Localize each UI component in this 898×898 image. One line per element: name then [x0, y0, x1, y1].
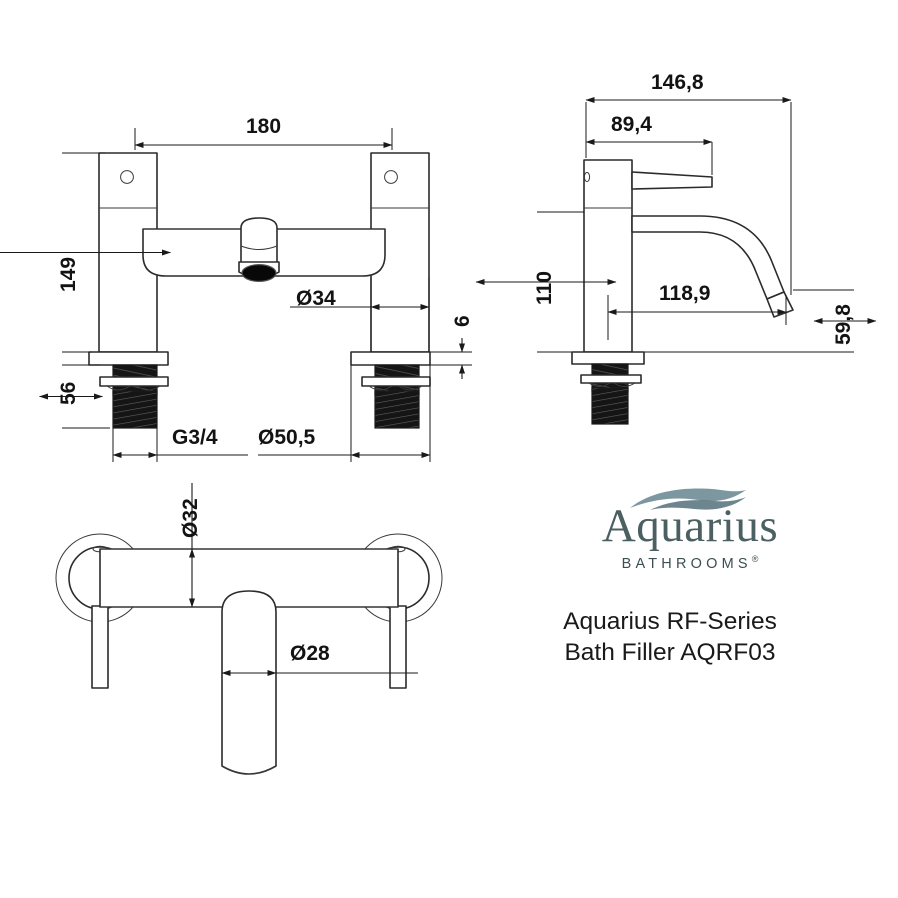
brand-logo: Aquarius BATHROOMS® — [540, 487, 840, 582]
dim-d34 — [290, 277, 430, 352]
dim-56 — [39, 364, 110, 429]
dim-label-89-4: 89,4 — [611, 113, 652, 136]
dim-label-180: 180 — [246, 115, 282, 138]
dim-label-d34: Ø34 — [296, 287, 336, 310]
dim-label-118-9: 118,9 — [659, 282, 711, 305]
front-right-shank — [350, 351, 431, 429]
caption-line-2: Bath Filler AQRF03 — [564, 639, 776, 667]
front-left-shank — [88, 351, 169, 429]
dim-label-149: 149 — [57, 256, 80, 292]
dim-label-6: 6 — [451, 315, 474, 327]
front-elevation-view — [0, 128, 472, 462]
side-lever-handle — [631, 171, 713, 190]
dim-label-d505: Ø50,5 — [258, 426, 316, 449]
plan-view — [55, 483, 443, 775]
dim-label-56: 56 — [57, 381, 80, 405]
product-caption: Aquarius RF-Series Bath Filler AQRF03 — [505, 606, 835, 669]
wave-swoosh-icon — [630, 488, 746, 510]
dim-label-59-8: 59,8 — [832, 304, 855, 345]
plan-spout — [221, 590, 277, 775]
dim-89-4 — [585, 139, 713, 175]
brand-subtitle: BATHROOMS® — [540, 554, 840, 572]
side-shank — [571, 351, 645, 425]
dim-label-110: 110 — [533, 271, 556, 305]
side-elevation-view — [475, 97, 877, 425]
dim-180 — [134, 128, 393, 150]
caption-line-1: Aquarius RF-Series — [563, 608, 777, 635]
dim-149 — [0, 152, 171, 353]
dim-label-d32: Ø32 — [179, 498, 202, 538]
registered-mark: ® — [751, 554, 759, 564]
dim-6 — [430, 338, 472, 379]
dim-label-g34: G3/4 — [172, 426, 218, 449]
brand-subtitle-text: BATHROOMS — [621, 555, 752, 572]
dim-g34 — [112, 428, 248, 462]
dim-110 — [475, 211, 617, 353]
side-spout — [631, 215, 794, 318]
front-centre-outlet — [238, 217, 280, 283]
dim-d505 — [258, 365, 431, 462]
dim-label-d28: Ø28 — [290, 642, 330, 665]
brand-wordmark: Aquarius — [601, 500, 779, 552]
plan-body-bar — [99, 548, 399, 608]
dim-59-8 — [644, 289, 877, 353]
dim-118-9 — [607, 295, 787, 340]
dim-label-146-8: 146,8 — [651, 71, 704, 94]
